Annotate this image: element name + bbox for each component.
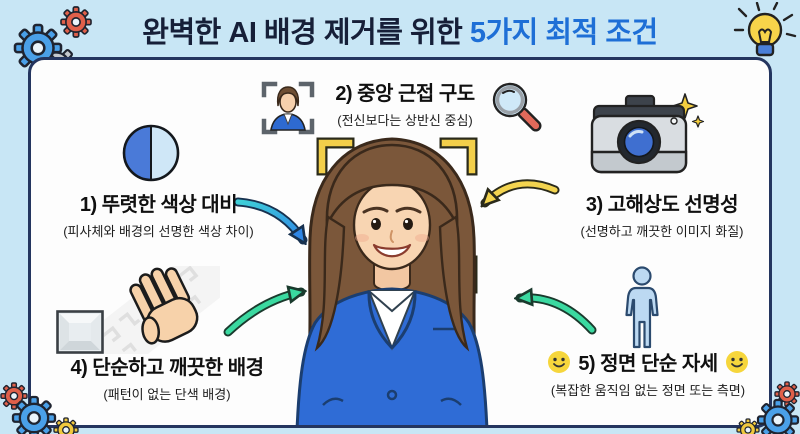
arrow-green-left-icon xyxy=(223,292,301,337)
condition-4-subtitle: (패턴이 없는 단색 배경) xyxy=(103,387,231,402)
condition-2: 2) 중앙 근접 구도 (전신보다는 상반신 중심) xyxy=(318,77,492,129)
condition-5-subtitle: (복잡한 움직임 없는 정면 또는 측면) xyxy=(550,383,746,398)
pattern-wipe-hand-icon xyxy=(104,266,220,354)
condition-3-label: 3) 고해상도 선명성 xyxy=(585,194,739,216)
smiley-icon xyxy=(725,350,748,373)
focus-frame-brackets xyxy=(316,137,478,294)
content-panel: 2) 중앙 근접 구도 (전신보다는 상반신 중심) 1) 뚜렷한 색상 대비 … xyxy=(28,57,772,428)
page-title: 완벽한 AI 배경 제거를 위한 5가지 최적 조건 xyxy=(0,9,800,51)
condition-2-label: 2) 중앙 근접 구도 xyxy=(335,83,475,105)
condition-3: 3) 고해상도 선명성 (선명하고 깨끗한 이미지 화질) xyxy=(546,188,769,240)
title-highlight: 5가지 최적 조건 xyxy=(469,17,658,49)
smiley-icon xyxy=(548,350,571,373)
condition-1-subtitle: (피사체와 배경의 선명한 색상 차이) xyxy=(63,224,254,239)
condition-5-label: 5) 정면 단순 자세 xyxy=(578,353,718,375)
condition-4: 4) 단순하고 깨끗한 배경 (패턴이 없는 단색 배경) xyxy=(41,351,293,403)
condition-5-title-row: 5) 정면 단순 자세 xyxy=(503,347,769,376)
plain-swatch-icon xyxy=(56,310,104,354)
condition-2-subtitle: (전신보다는 상반신 중심) xyxy=(337,113,473,128)
camera-icon xyxy=(590,93,705,174)
arrow-yellow-icon xyxy=(485,179,560,203)
title-prefix: 완벽한 AI 배경 제거를 위한 xyxy=(142,17,463,49)
condition-4-label: 4) 단순하고 깨끗한 배경 xyxy=(70,357,264,379)
portrait-woman-illustration xyxy=(295,137,489,425)
condition-5: 5) 정면 단순 자세 (복잡한 움직임 없는 정면 또는 측면) xyxy=(503,347,769,399)
condition-1-label: 1) 뚜렷한 색상 대비 xyxy=(79,194,238,216)
standing-person-icon xyxy=(625,266,659,349)
framed-portrait-icon xyxy=(261,81,315,135)
condition-1: 1) 뚜렷한 색상 대비 (피사체와 배경의 선명한 색상 차이) xyxy=(36,188,281,240)
color-contrast-circle-icon xyxy=(122,124,180,182)
condition-3-subtitle: (선명하고 깨끗한 이미지 화질) xyxy=(580,224,744,239)
arrow-green-right-icon xyxy=(520,298,597,335)
magnifier-icon xyxy=(492,82,542,132)
